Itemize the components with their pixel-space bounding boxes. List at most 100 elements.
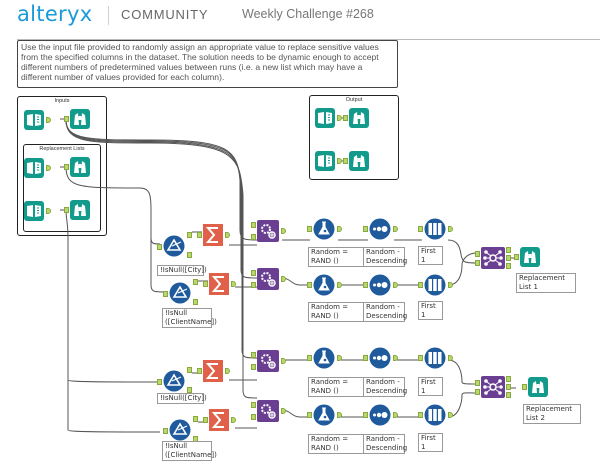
- formula-tool-1[interactable]: [313, 218, 335, 240]
- sort-tool-4[interactable]: [369, 404, 391, 426]
- developer-tool-4[interactable]: [257, 400, 279, 422]
- input-anchor-l[interactable]: [251, 270, 256, 276]
- output-anchor[interactable]: [231, 417, 236, 423]
- input-anchor[interactable]: [307, 226, 312, 232]
- sort-tool-3[interactable]: [369, 347, 391, 369]
- input-anchor[interactable]: [343, 158, 348, 164]
- input-anchor[interactable]: [163, 291, 168, 297]
- input-anchor[interactable]: [157, 244, 162, 250]
- formula-tool-4[interactable]: [313, 404, 335, 426]
- output-anchor[interactable]: [225, 368, 230, 374]
- output-anchor[interactable]: [337, 282, 342, 288]
- browse-tool-list-1[interactable]: [70, 157, 90, 177]
- output-anchor[interactable]: [231, 281, 236, 287]
- output-anchor[interactable]: [337, 115, 342, 121]
- output-anchor[interactable]: [448, 355, 453, 361]
- alteryx-logo[interactable]: alteryx: [17, 2, 93, 26]
- input-anchor[interactable]: [418, 226, 423, 232]
- join-tool-2[interactable]: [481, 376, 505, 398]
- developer-tool-2[interactable]: [257, 268, 279, 290]
- browse-tool-output-2[interactable]: [349, 151, 369, 171]
- sample-tool-2[interactable]: [424, 274, 446, 296]
- input-anchor-l[interactable]: [251, 402, 256, 408]
- developer-tool-3[interactable]: [257, 350, 279, 372]
- output-anchor[interactable]: [393, 226, 398, 232]
- input-data-tool-list-2[interactable]: [24, 201, 44, 221]
- summarize-tool-3[interactable]: [203, 360, 223, 382]
- input-anchor[interactable]: [363, 355, 368, 361]
- input-data-tool-output-1[interactable]: [315, 108, 335, 128]
- input-anchor[interactable]: [363, 226, 368, 232]
- summarize-tool-2[interactable]: [209, 273, 229, 295]
- output-anchor[interactable]: [337, 158, 342, 164]
- input-anchor[interactable]: [363, 282, 368, 288]
- input-anchor-l[interactable]: [251, 222, 256, 228]
- output-anchor[interactable]: [448, 226, 453, 232]
- output-anchor[interactable]: [281, 228, 286, 234]
- input-anchor-b[interactable]: [251, 414, 256, 420]
- formula-tool-3[interactable]: [313, 347, 335, 369]
- output-anchor[interactable]: [281, 276, 286, 282]
- input-anchor[interactable]: [64, 207, 69, 213]
- input-data-tool-main[interactable]: [24, 110, 44, 130]
- output-anchor[interactable]: [337, 226, 342, 232]
- input-anchor[interactable]: [203, 281, 208, 287]
- filter-tool-city-2[interactable]: [163, 370, 185, 392]
- input-data-tool-list-1[interactable]: [24, 158, 44, 178]
- input-anchor[interactable]: [418, 355, 423, 361]
- output-anchor[interactable]: [225, 232, 230, 238]
- output-anchor[interactable]: [337, 412, 342, 418]
- browse-tool-output-1[interactable]: [349, 108, 369, 128]
- sample-tool-1[interactable]: [424, 218, 446, 240]
- input-anchor[interactable]: [514, 254, 519, 260]
- false-anchor[interactable]: [187, 252, 192, 258]
- input-anchor[interactable]: [307, 355, 312, 361]
- j-output-anchor[interactable]: [506, 384, 511, 390]
- filter-tool-client-2[interactable]: [169, 419, 191, 441]
- input-anchor[interactable]: [64, 116, 69, 122]
- left-anchor[interactable]: [475, 251, 480, 257]
- summarize-tool-1[interactable]: [203, 224, 223, 246]
- formula-tool-2[interactable]: [313, 274, 335, 296]
- input-anchor[interactable]: [418, 282, 423, 288]
- filter-tool-client-1[interactable]: [169, 282, 191, 304]
- input-anchor-l[interactable]: [251, 352, 256, 358]
- output-anchor[interactable]: [281, 408, 286, 414]
- output-anchor[interactable]: [393, 355, 398, 361]
- input-anchor[interactable]: [203, 417, 208, 423]
- output-anchor[interactable]: [46, 165, 51, 171]
- right-anchor[interactable]: [475, 260, 480, 266]
- community-link[interactable]: COMMUNITY: [121, 7, 209, 22]
- input-anchor[interactable]: [522, 384, 527, 390]
- input-anchor[interactable]: [163, 428, 168, 434]
- output-container[interactable]: Output: [309, 95, 399, 180]
- input-anchor-b[interactable]: [251, 364, 256, 370]
- output-anchor[interactable]: [448, 282, 453, 288]
- sort-tool-2[interactable]: [369, 274, 391, 296]
- join-tool-1[interactable]: [481, 247, 505, 269]
- l-output-anchor[interactable]: [506, 376, 511, 382]
- false-anchor[interactable]: [193, 299, 198, 305]
- output-anchor[interactable]: [337, 355, 342, 361]
- sample-tool-4[interactable]: [424, 404, 446, 426]
- input-anchor[interactable]: [343, 115, 348, 121]
- input-anchor[interactable]: [197, 368, 202, 374]
- filter-tool-city-1[interactable]: [163, 235, 185, 257]
- true-anchor[interactable]: [187, 232, 192, 238]
- browse-tool-list-2[interactable]: [70, 200, 90, 220]
- sample-tool-3[interactable]: [424, 347, 446, 369]
- l-output-anchor[interactable]: [506, 247, 511, 253]
- input-anchor[interactable]: [418, 412, 423, 418]
- inputs-container[interactable]: Inputs: [17, 96, 107, 236]
- input-anchor[interactable]: [363, 412, 368, 418]
- true-anchor[interactable]: [193, 279, 198, 285]
- browse-tool-main[interactable]: [70, 109, 90, 129]
- output-anchor[interactable]: [281, 358, 286, 364]
- left-anchor[interactable]: [475, 380, 480, 386]
- summarize-tool-4[interactable]: [209, 409, 229, 431]
- input-anchor-b[interactable]: [251, 234, 256, 240]
- input-anchor-b[interactable]: [251, 282, 256, 288]
- false-anchor[interactable]: [187, 387, 192, 393]
- true-anchor[interactable]: [187, 367, 192, 373]
- input-anchor[interactable]: [307, 282, 312, 288]
